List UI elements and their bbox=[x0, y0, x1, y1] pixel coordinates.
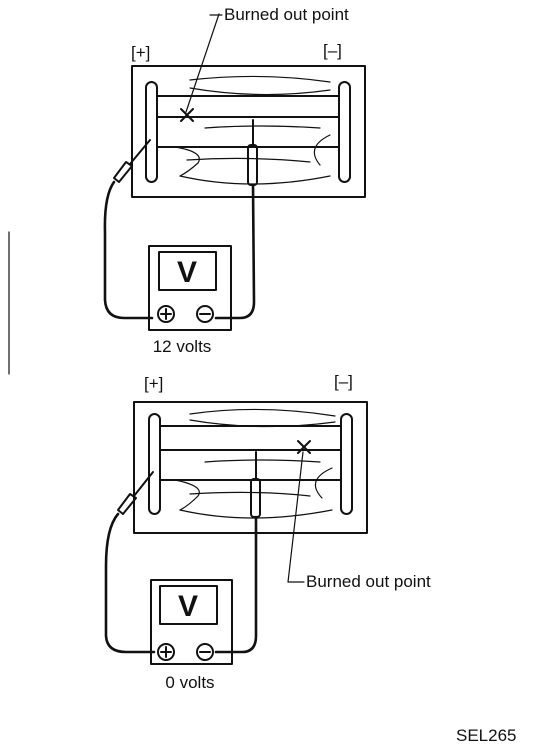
burned-out-leader-top bbox=[185, 13, 220, 113]
wire-negative-top bbox=[214, 183, 256, 320]
wire-positive-bottom bbox=[104, 512, 156, 654]
voltmeter-top: V bbox=[148, 245, 232, 331]
glass-panel-top bbox=[131, 65, 366, 198]
bus-bar-left-top bbox=[145, 81, 158, 183]
voltmeter-bottom: V bbox=[150, 579, 233, 665]
voltmeter-reading-bottom: 0 volts bbox=[165, 673, 214, 692]
bus-bar-left-bottom bbox=[148, 413, 161, 515]
heater-grid-top bbox=[156, 75, 340, 185]
plus-terminal-top: [+] bbox=[131, 43, 150, 62]
voltmeter-symbol-top: V bbox=[177, 256, 197, 289]
voltmeter-symbol-bottom: V bbox=[178, 590, 198, 623]
voltmeter-reading-top: 12 volts bbox=[153, 337, 212, 356]
diagram-bottom: [+] [–] bbox=[104, 372, 431, 692]
probe-negative-bottom bbox=[250, 451, 261, 518]
plus-terminal-bottom: [+] bbox=[144, 374, 163, 393]
wire-positive-top bbox=[103, 180, 154, 320]
wire-negative-bottom bbox=[214, 515, 258, 654]
probe-negative-top bbox=[247, 119, 258, 186]
burned-out-mark-bottom bbox=[297, 440, 311, 454]
probe-positive-bottom bbox=[117, 471, 154, 515]
terminal-minus-top bbox=[196, 305, 214, 323]
minus-terminal-bottom: [–] bbox=[334, 372, 353, 391]
minus-terminal-top: [–] bbox=[323, 41, 342, 60]
glass-panel-bottom bbox=[133, 401, 368, 534]
bus-bar-right-bottom bbox=[340, 413, 353, 515]
burned-out-label-top: Burned out point bbox=[224, 5, 349, 24]
probe-positive-top bbox=[113, 139, 151, 183]
burned-out-leader-bottom bbox=[287, 451, 304, 583]
burned-out-label-bottom: Burned out point bbox=[306, 572, 431, 591]
bus-bar-right-top bbox=[338, 81, 351, 183]
terminal-plus-top bbox=[157, 305, 175, 323]
terminal-plus-bottom bbox=[157, 643, 175, 661]
figure-code: SEL265 bbox=[456, 726, 517, 745]
terminal-minus-bottom bbox=[196, 643, 214, 661]
diagram-top: Burned out point [+] [–] bbox=[103, 5, 366, 356]
burned-out-mark-top bbox=[180, 108, 194, 122]
